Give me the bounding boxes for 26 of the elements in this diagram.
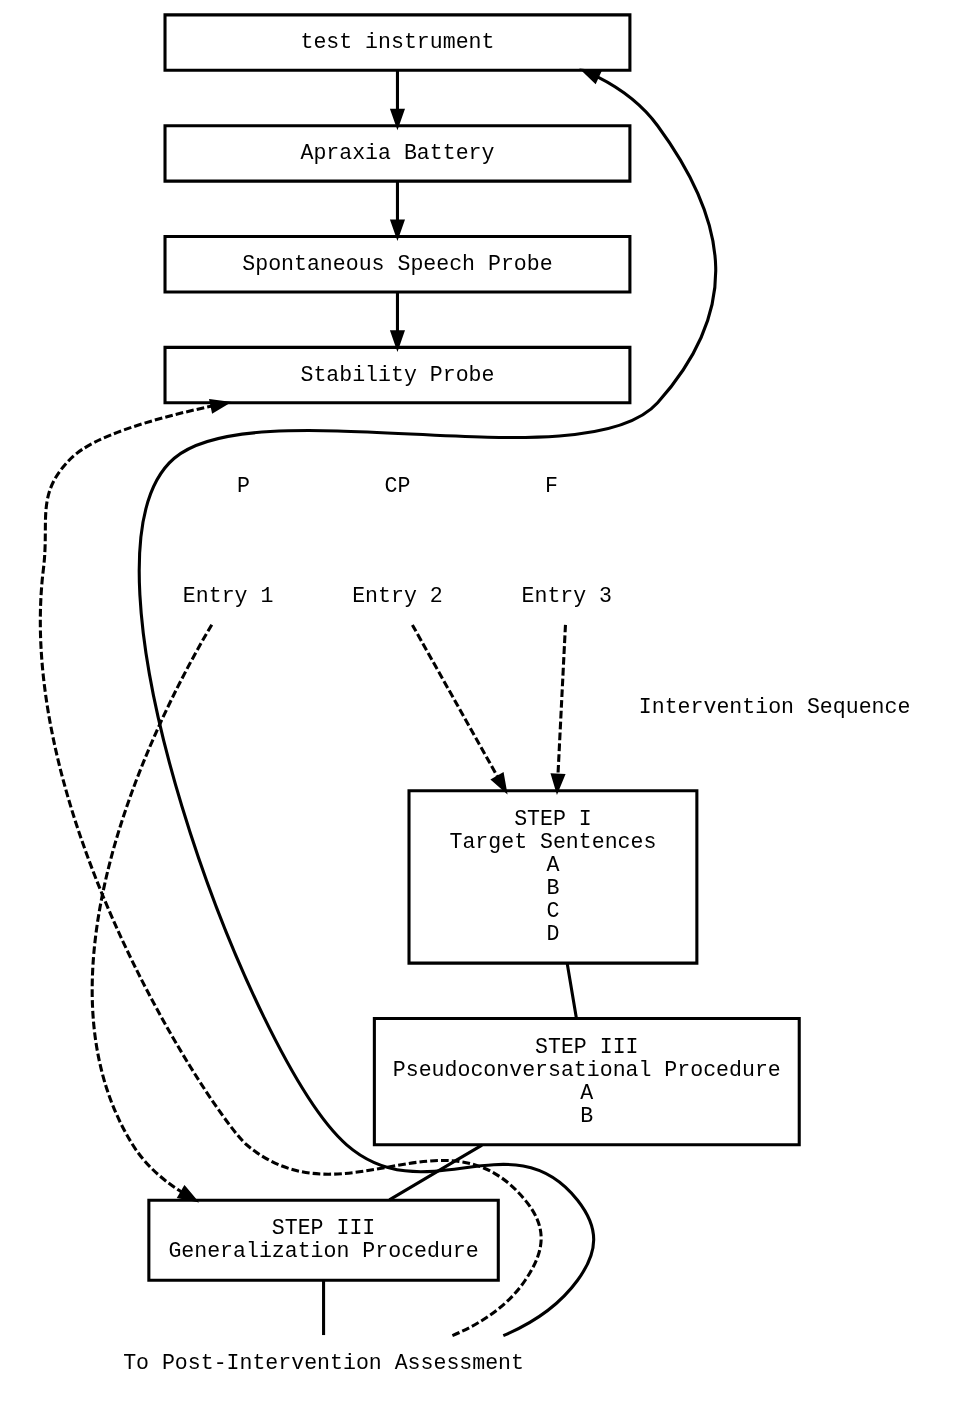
- arrow: [550, 624, 567, 796]
- node-box: Stability Probe: [163, 345, 632, 405]
- node-box: Spontaneous Speech Probe: [163, 235, 632, 294]
- arrow: [411, 624, 508, 795]
- arrow: [90, 623, 214, 1203]
- label: CP: [384, 473, 411, 498]
- node-box: STEP III Generalization Procedure: [147, 1198, 500, 1282]
- node-text: Entry 3: [521, 584, 613, 609]
- node-text: Entry 2: [352, 584, 443, 609]
- node-text: To Post-Intervention Assessment: [123, 1351, 524, 1376]
- connector: [565, 963, 578, 1019]
- arrow: [389, 181, 406, 242]
- node-text: Entry 1: [182, 584, 274, 609]
- label: Intervention Sequence: [638, 695, 911, 720]
- arrow: [38, 398, 543, 1337]
- label: F: [544, 473, 558, 498]
- connector: [388, 1143, 483, 1202]
- arrow: [138, 68, 718, 1338]
- node-box: Apraxia Battery: [163, 124, 632, 183]
- arrow: [389, 70, 406, 131]
- connector: [322, 1280, 326, 1336]
- node-box: test instrument: [163, 13, 632, 72]
- arrow: [389, 292, 406, 352]
- label: P: [237, 473, 250, 498]
- node-box: STEP I Target Sentences A B C D: [407, 789, 699, 965]
- node-box: STEP III Pseudoconversational Procedure A B: [372, 1017, 801, 1147]
